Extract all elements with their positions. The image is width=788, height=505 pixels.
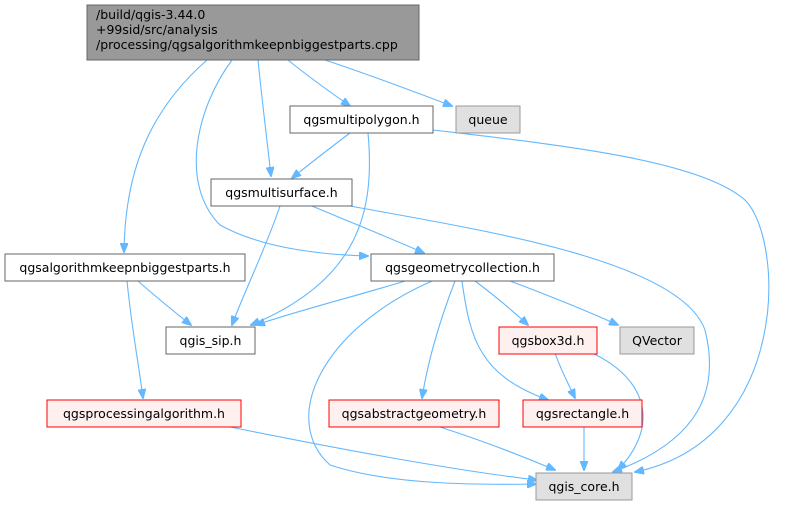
- node-queue-label: queue: [468, 112, 507, 127]
- node-keepnbiggest-header[interactable]: qgsalgorithmkeepnbiggestparts.h: [4, 253, 246, 282]
- edge-root-multisurface: [257, 59, 271, 176]
- edge-keepnbiggest-processingalgorithm: [126, 280, 143, 398]
- node-box3d[interactable]: qgsbox3d.h: [498, 326, 598, 355]
- node-geometrycollection-label: qgsgeometrycollection.h: [385, 260, 540, 275]
- edge-multisurface-geometrycollection: [311, 205, 424, 253]
- node-multisurface-label: qgsmultisurface.h: [225, 185, 337, 200]
- edge-root-queue: [324, 59, 452, 106]
- edge-multipolygon-qgis-sip: [251, 132, 370, 325]
- node-processingalgorithm-label: qgsprocessingalgorithm.h: [63, 406, 225, 421]
- node-root-line-3: /processing/qgsalgorithmkeepnbiggestpart…: [96, 37, 398, 52]
- node-qvector-label: QVector: [632, 333, 683, 348]
- edge-geometrycollection-qvector: [509, 280, 618, 325]
- node-processingalgorithm[interactable]: qgsprocessingalgorithm.h: [46, 399, 242, 428]
- node-rectangle-label: qgsrectangle.h: [536, 406, 629, 421]
- edge-multisurface-qgis-core: [349, 205, 711, 472]
- edge-geometrycollection-rectangle: [461, 280, 548, 400]
- edge-root-keepnbiggest: [124, 59, 208, 252]
- edge-geometrycollection-box3d: [474, 280, 528, 325]
- edge-geometrycollection-abstractgeometry: [422, 280, 456, 398]
- node-qgis-core[interactable]: qgis_core.h: [535, 472, 633, 501]
- node-root-line-1: /build/qgis-3.44.0: [96, 7, 205, 22]
- edge-multisurface-qgis-sip: [232, 205, 281, 325]
- node-root-file[interactable]: /build/qgis-3.44.0 +99sid/src/analysis /…: [86, 4, 420, 61]
- edges-layer: [124, 59, 770, 484]
- edge-geometrycollection-qgis-core: [308, 280, 536, 484]
- node-rectangle[interactable]: qgsrectangle.h: [522, 399, 643, 428]
- node-abstractgeometry[interactable]: qgsabstractgeometry.h: [328, 399, 500, 428]
- edge-processingalgorithm-qgis-core: [229, 426, 537, 480]
- node-queue[interactable]: queue: [455, 105, 521, 134]
- node-multipolygon-label: qgsmultipolygon.h: [303, 112, 419, 127]
- node-abstractgeometry-label: qgsabstractgeometry.h: [342, 406, 487, 421]
- edge-box3d-rectangle: [554, 352, 575, 398]
- edge-keepnbiggest-qgis-sip: [137, 280, 191, 325]
- node-box3d-label: qgsbox3d.h: [512, 333, 585, 348]
- node-qgis-core-label: qgis_core.h: [548, 479, 619, 494]
- nodes-layer: /build/qgis-3.44.0 +99sid/src/analysis /…: [4, 4, 695, 501]
- edge-abstractgeometry-qgis-core: [439, 426, 555, 470]
- edge-multipolygon-qgis-core: [432, 129, 770, 472]
- node-qgis-sip-label: qgis_sip.h: [180, 333, 242, 348]
- edge-geometrycollection-qgis-sip: [256, 280, 406, 325]
- edge-root-geometrycollection: [195, 59, 368, 256]
- node-root-line-2: +99sid/src/analysis: [96, 22, 218, 37]
- edge-multipolygon-multisurface: [292, 132, 351, 178]
- node-geometrycollection[interactable]: qgsgeometrycollection.h: [370, 253, 555, 282]
- node-qvector[interactable]: QVector: [619, 326, 695, 355]
- node-keepnbiggest-header-label: qgsalgorithmkeepnbiggestparts.h: [19, 260, 230, 275]
- node-qgis-sip[interactable]: qgis_sip.h: [165, 326, 256, 355]
- node-multipolygon[interactable]: qgsmultipolygon.h: [289, 105, 434, 134]
- edge-root-multipolygon: [287, 59, 350, 106]
- node-multisurface[interactable]: qgsmultisurface.h: [210, 178, 353, 207]
